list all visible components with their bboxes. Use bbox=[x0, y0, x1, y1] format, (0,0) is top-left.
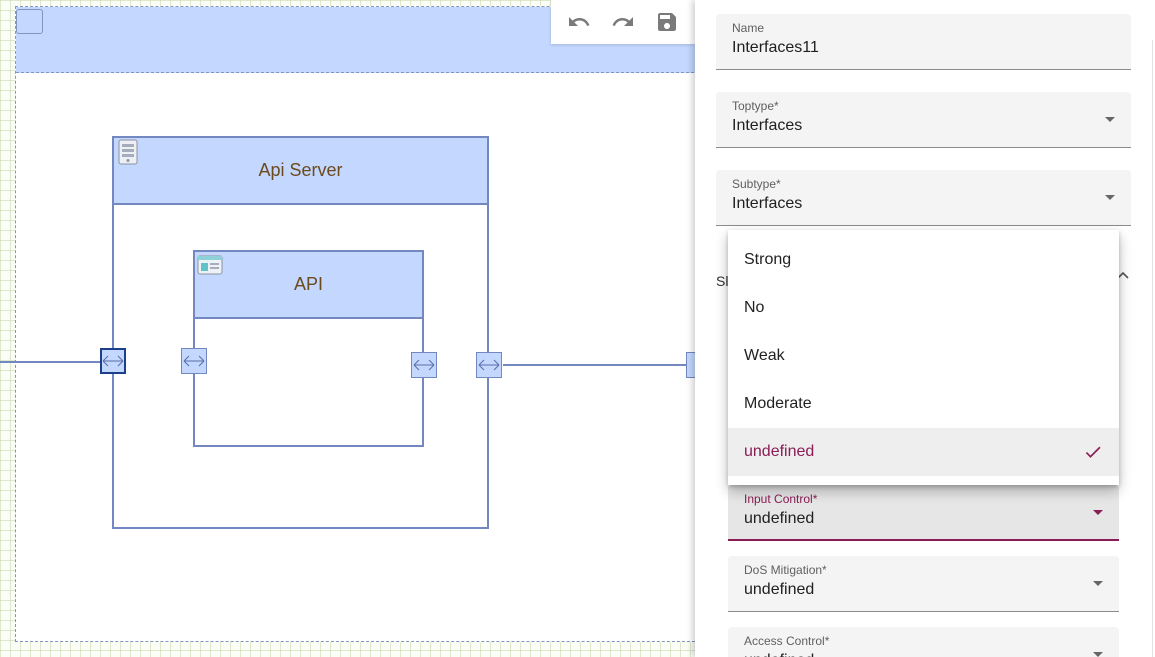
subtype-select-value: Interfaces bbox=[732, 195, 803, 212]
input-control-options-menu: Strong No Weak Moderate undefined bbox=[728, 230, 1119, 485]
server-icon bbox=[118, 139, 138, 170]
dos-mitigation-value: undefined bbox=[744, 581, 815, 598]
undo-button[interactable] bbox=[563, 6, 595, 38]
option-label: undefined bbox=[744, 443, 815, 460]
subtype-select[interactable]: Subtype* Interfaces bbox=[716, 170, 1131, 226]
pool-collapse-handle[interactable] bbox=[16, 9, 43, 34]
port-selected-left[interactable] bbox=[100, 348, 126, 374]
toptype-select[interactable]: Toptype* Interfaces bbox=[716, 92, 1131, 148]
api-server-node-header[interactable]: Api Server bbox=[114, 138, 487, 205]
check-icon bbox=[1083, 442, 1103, 467]
dos-mitigation-label: DoS Mitigation* bbox=[744, 563, 827, 577]
api-server-label: Api Server bbox=[258, 160, 343, 180]
port-arrows-icon bbox=[413, 359, 435, 371]
api-node[interactable]: API bbox=[193, 250, 424, 447]
option-label: No bbox=[744, 299, 765, 316]
option-label: Moderate bbox=[744, 395, 812, 412]
name-field[interactable]: Name Interfaces11 bbox=[716, 14, 1131, 70]
save-button[interactable] bbox=[651, 6, 683, 38]
dropdown-arrow-icon bbox=[1105, 195, 1115, 200]
input-control-value: undefined bbox=[744, 510, 815, 527]
port-server-right[interactable] bbox=[476, 352, 502, 378]
dropdown-arrow-icon bbox=[1105, 117, 1115, 122]
name-field-label: Name bbox=[732, 21, 765, 35]
port-api-left[interactable] bbox=[181, 348, 207, 374]
toptype-select-value: Interfaces bbox=[732, 117, 803, 134]
access-control-value: undefined bbox=[744, 652, 814, 657]
connection-line-left-outer[interactable] bbox=[0, 361, 100, 363]
dropdown-arrow-icon bbox=[1093, 652, 1103, 657]
port-offscreen-right[interactable] bbox=[686, 352, 695, 378]
option-strong[interactable]: Strong bbox=[728, 236, 1119, 284]
access-control-label: Access Control* bbox=[744, 634, 830, 648]
redo-button[interactable] bbox=[607, 6, 639, 38]
api-node-header[interactable]: API bbox=[195, 252, 422, 319]
name-field-value[interactable]: Interfaces11 bbox=[732, 39, 819, 56]
canvas-toolbar bbox=[551, 0, 695, 44]
option-label: Weak bbox=[744, 347, 785, 364]
port-api-right[interactable] bbox=[411, 352, 437, 378]
option-weak[interactable]: Weak bbox=[728, 332, 1119, 380]
chevron-up-icon[interactable] bbox=[1116, 268, 1130, 287]
access-control-select[interactable]: Access Control* undefined bbox=[728, 627, 1119, 657]
save-icon bbox=[658, 13, 676, 31]
api-label: API bbox=[293, 274, 323, 294]
subtype-select-label: Subtype* bbox=[732, 177, 781, 191]
input-control-label: Input Control* bbox=[744, 492, 818, 506]
port-arrows-icon bbox=[102, 355, 124, 367]
input-control-select[interactable]: Input Control* undefined bbox=[728, 485, 1119, 541]
option-no[interactable]: No bbox=[728, 284, 1119, 332]
browser-window-icon bbox=[197, 255, 223, 280]
port-arrows-icon bbox=[183, 355, 205, 367]
undo-icon bbox=[569, 17, 590, 26]
diagram-canvas[interactable]: Api Server API bbox=[0, 0, 695, 657]
toptype-select-label: Toptype* bbox=[732, 99, 779, 113]
option-moderate[interactable]: Moderate bbox=[728, 380, 1119, 428]
panel-scrollbar[interactable] bbox=[1152, 40, 1153, 657]
port-arrows-icon bbox=[478, 359, 500, 371]
section-header-partial: Sl bbox=[716, 273, 729, 289]
redo-icon bbox=[612, 17, 633, 26]
dropdown-arrow-icon bbox=[1093, 510, 1103, 515]
option-undefined[interactable]: undefined bbox=[728, 428, 1119, 476]
dropdown-arrow-icon bbox=[1093, 581, 1103, 586]
dos-mitigation-select[interactable]: DoS Mitigation* undefined bbox=[728, 556, 1119, 612]
connection-line-right-outer[interactable] bbox=[503, 364, 695, 366]
option-label: Strong bbox=[744, 251, 792, 268]
